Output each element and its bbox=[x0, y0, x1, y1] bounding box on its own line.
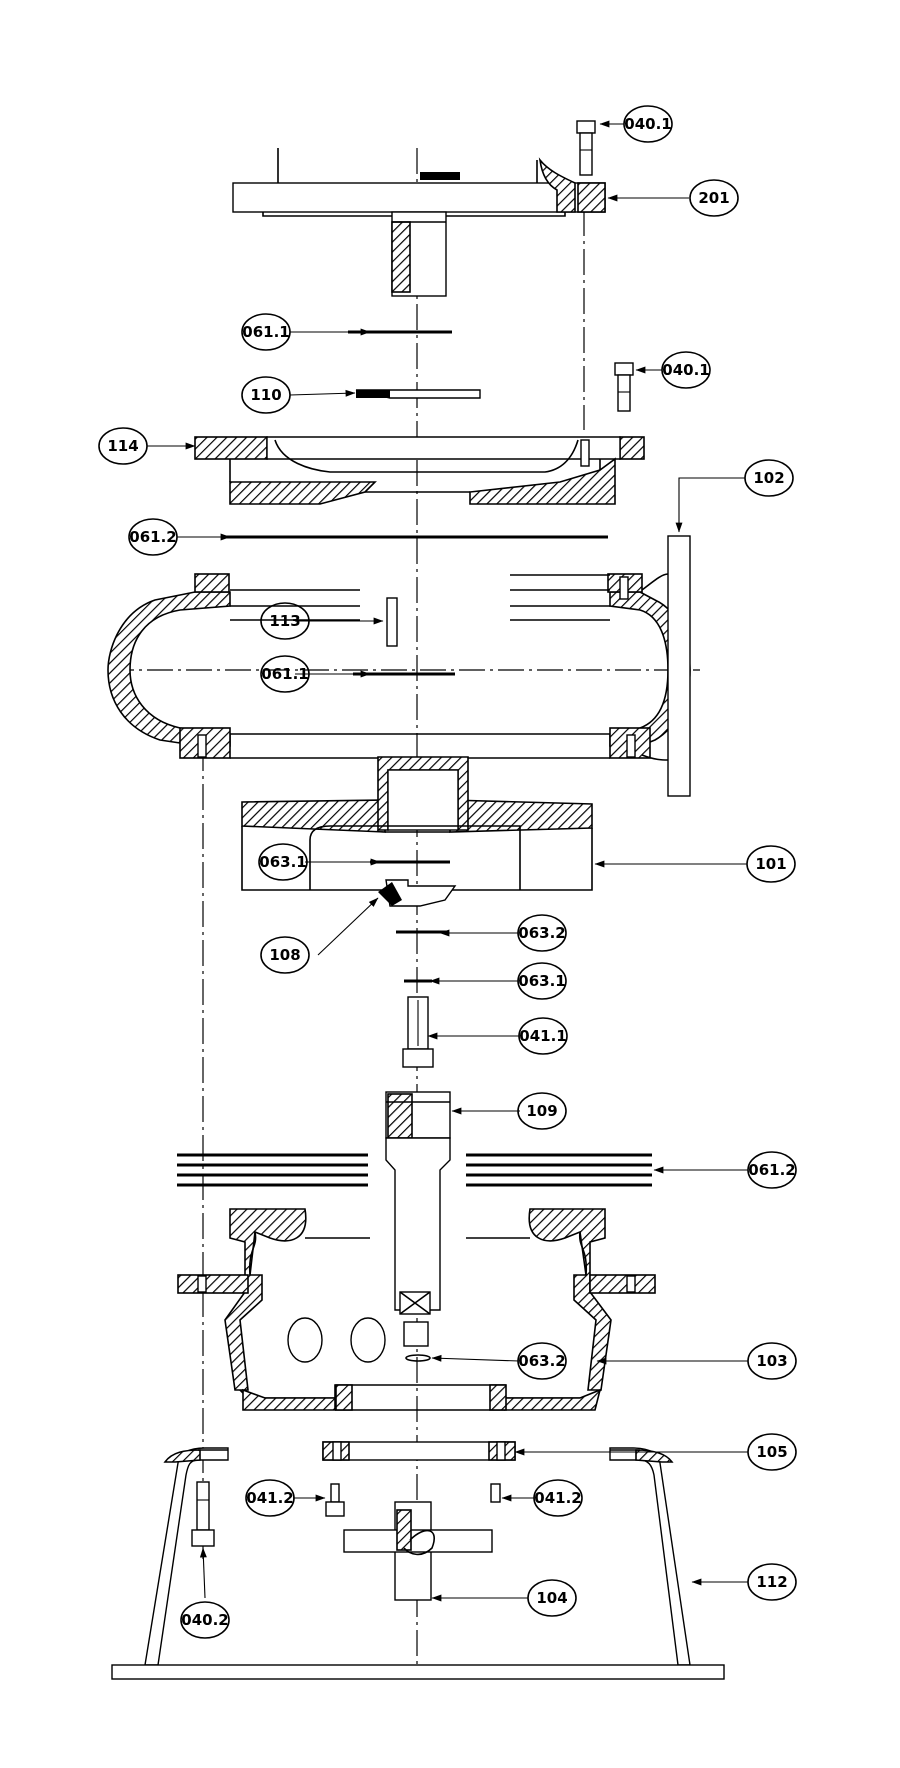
callout-105: 105 bbox=[747, 1433, 797, 1471]
callout-104: 104 bbox=[527, 1579, 577, 1617]
callout-041-1-label: 041.1 bbox=[519, 1027, 566, 1045]
part-110-disc bbox=[355, 389, 481, 399]
callout-108: 108 bbox=[260, 936, 310, 974]
callout-061-1-top: 061.1 bbox=[241, 313, 291, 351]
part-109-shaft bbox=[385, 1091, 451, 1347]
callout-040-1-mid-label: 040.1 bbox=[662, 361, 709, 379]
callout-061-2-low-label: 061.2 bbox=[748, 1161, 795, 1179]
callout-103-label: 103 bbox=[756, 1352, 787, 1370]
callout-041-2-right: 041.2 bbox=[533, 1479, 583, 1517]
part-201-cover bbox=[232, 148, 606, 297]
callout-114: 114 bbox=[98, 427, 148, 465]
part-102-volute-casing bbox=[107, 535, 691, 797]
part-101-bracket bbox=[241, 756, 593, 891]
callout-102-label: 102 bbox=[753, 469, 784, 487]
callout-040-1-mid: 040.1 bbox=[661, 351, 711, 389]
part-113-key bbox=[386, 597, 398, 647]
callout-061-1-top-label: 061.1 bbox=[242, 323, 289, 341]
callout-101: 101 bbox=[746, 845, 796, 883]
part-103-casing bbox=[177, 1208, 656, 1411]
callout-041-2-right-label: 041.2 bbox=[534, 1489, 581, 1507]
callout-109-label: 109 bbox=[526, 1102, 557, 1120]
callout-061-2-top-label: 061.2 bbox=[129, 528, 176, 546]
callout-040-2-label: 040.2 bbox=[181, 1611, 228, 1629]
center-axes bbox=[108, 148, 700, 1668]
part-105-ring-plate bbox=[322, 1441, 516, 1461]
callout-040-2: 040.2 bbox=[180, 1601, 230, 1639]
callout-063-1-low: 063.1 bbox=[517, 962, 567, 1000]
callout-110-label: 110 bbox=[250, 386, 281, 404]
part-041-2-pins bbox=[325, 1483, 501, 1517]
callout-113-label: 113 bbox=[269, 612, 300, 630]
callout-061-2-top: 061.2 bbox=[128, 518, 178, 556]
part-041-1-screw bbox=[402, 996, 434, 1068]
callout-112-label: 112 bbox=[756, 1573, 787, 1591]
callout-063-2-top-label: 063.2 bbox=[518, 924, 565, 942]
callout-061-1-mid: 061.1 bbox=[260, 655, 310, 693]
callout-040-1-top-label: 040.1 bbox=[624, 115, 671, 133]
part-040-1-bolt-upper bbox=[576, 120, 596, 176]
callout-063-1-low-label: 063.1 bbox=[518, 972, 565, 990]
leader-lines bbox=[147, 120, 748, 1602]
part-112-base bbox=[111, 1447, 725, 1680]
part-104-coupling bbox=[343, 1501, 493, 1601]
part-040-1-bolt-lower bbox=[614, 362, 634, 412]
callout-112: 112 bbox=[747, 1563, 797, 1601]
part-063-2-oring-lower bbox=[405, 1354, 431, 1362]
callout-108-label: 108 bbox=[269, 946, 300, 964]
callout-104-label: 104 bbox=[536, 1589, 567, 1607]
callout-063-2-low: 063.2 bbox=[517, 1342, 567, 1380]
callout-063-2-low-label: 063.2 bbox=[518, 1352, 565, 1370]
callout-109: 109 bbox=[517, 1092, 567, 1130]
callout-063-1-top: 063.1 bbox=[258, 843, 308, 881]
callout-201: 201 bbox=[689, 179, 739, 217]
callout-113: 113 bbox=[260, 602, 310, 640]
callout-041-2-left: 041.2 bbox=[245, 1479, 295, 1517]
callout-041-2-left-label: 041.2 bbox=[246, 1489, 293, 1507]
callout-041-1: 041.1 bbox=[518, 1017, 568, 1055]
callout-061-1-mid-label: 061.1 bbox=[261, 665, 308, 683]
callout-103: 103 bbox=[747, 1342, 797, 1380]
callout-102: 102 bbox=[744, 459, 794, 497]
part-061-2-oring-stack bbox=[177, 1153, 652, 1187]
callout-040-1-top: 040.1 bbox=[623, 105, 673, 143]
part-108-seal bbox=[378, 879, 457, 934]
part-114-casing-cover bbox=[194, 436, 645, 505]
callout-063-1-top-label: 063.1 bbox=[259, 853, 306, 871]
callout-063-2-top: 063.2 bbox=[517, 914, 567, 952]
part-040-2-bolt bbox=[191, 1481, 215, 1547]
callout-105-label: 105 bbox=[756, 1443, 787, 1461]
callout-101-label: 101 bbox=[755, 855, 786, 873]
callout-114-label: 114 bbox=[107, 437, 138, 455]
callout-201-label: 201 bbox=[698, 189, 729, 207]
callout-110: 110 bbox=[241, 376, 291, 414]
callout-061-2-low: 061.2 bbox=[747, 1151, 797, 1189]
